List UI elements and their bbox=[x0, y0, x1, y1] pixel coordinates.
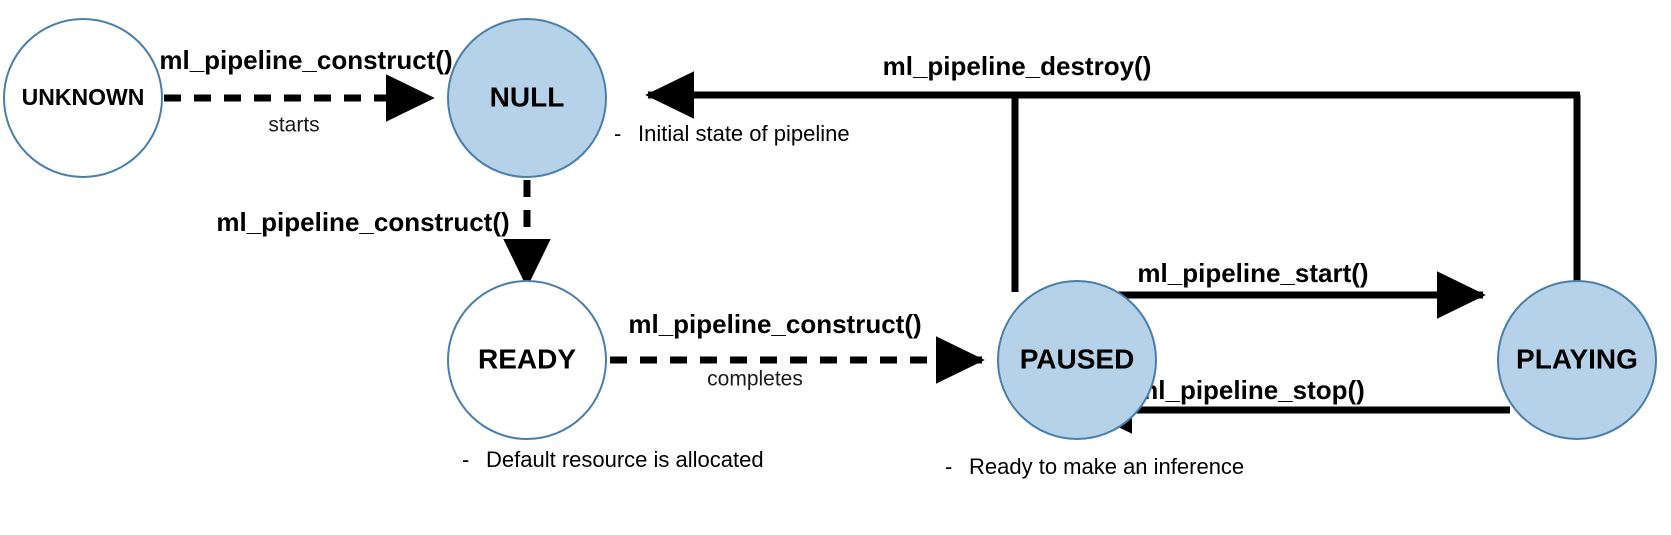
edge-paused-to-playing-label: ml_pipeline_start() bbox=[1137, 258, 1368, 288]
node-unknown[interactable]: UNKNOWN bbox=[3, 18, 163, 178]
node-paused-circle[interactable] bbox=[997, 280, 1157, 440]
edge-paused-to-playing: ml_pipeline_start() bbox=[1070, 258, 1486, 319]
edge-null-to-ready-label: ml_pipeline_construct() bbox=[216, 207, 509, 237]
node-paused[interactable]: PAUSED bbox=[997, 280, 1157, 440]
note-paused: - Ready to make an inference bbox=[945, 454, 1244, 479]
edge-unknown-to-null-sublabel: starts bbox=[268, 114, 319, 137]
edge-unknown-to-null-label: ml_pipeline_construct() bbox=[159, 45, 452, 75]
note-ready-dash: - bbox=[462, 447, 469, 472]
node-null[interactable]: NULL bbox=[447, 18, 607, 178]
note-paused-text: Ready to make an inference bbox=[969, 454, 1244, 479]
node-paused-label: PAUSED bbox=[1020, 343, 1135, 374]
edge-playing-to-paused-label: ml_pipeline_stop() bbox=[1135, 375, 1365, 405]
node-ready[interactable]: READY bbox=[447, 280, 607, 440]
node-null-circle[interactable] bbox=[447, 18, 607, 178]
node-unknown-circle[interactable] bbox=[3, 18, 163, 178]
node-playing[interactable]: PLAYING bbox=[1497, 280, 1657, 440]
edge-playing-to-paused: ml_pipeline_stop() bbox=[1083, 375, 1510, 434]
edge-destroy-label: ml_pipeline_destroy() bbox=[883, 51, 1152, 81]
node-unknown-label: UNKNOWN bbox=[22, 84, 145, 110]
edge-null-to-ready: ml_pipeline_construct() bbox=[216, 180, 551, 288]
node-null-label: NULL bbox=[490, 81, 565, 112]
node-playing-label: PLAYING bbox=[1516, 343, 1638, 374]
note-null: - Initial state of pipeline bbox=[614, 121, 850, 146]
note-paused-dash: - bbox=[945, 454, 952, 479]
node-ready-label: READY bbox=[478, 343, 576, 374]
edge-ready-to-paused: ml_pipeline_construct() completes bbox=[610, 309, 985, 391]
note-ready-text: Default resource is allocated bbox=[486, 447, 764, 472]
note-ready: - Default resource is allocated bbox=[462, 447, 764, 472]
edge-ready-to-paused-label: ml_pipeline_construct() bbox=[628, 309, 921, 339]
note-null-dash: - bbox=[614, 121, 621, 146]
edge-destroy-to-null: ml_pipeline_destroy() bbox=[645, 51, 1581, 292]
node-ready-circle[interactable] bbox=[447, 280, 607, 440]
node-playing-circle[interactable] bbox=[1497, 280, 1657, 440]
edge-ready-to-paused-sublabel: completes bbox=[707, 368, 803, 391]
edge-unknown-to-null: ml_pipeline_construct() starts bbox=[159, 45, 452, 137]
note-null-text: Initial state of pipeline bbox=[638, 121, 850, 146]
